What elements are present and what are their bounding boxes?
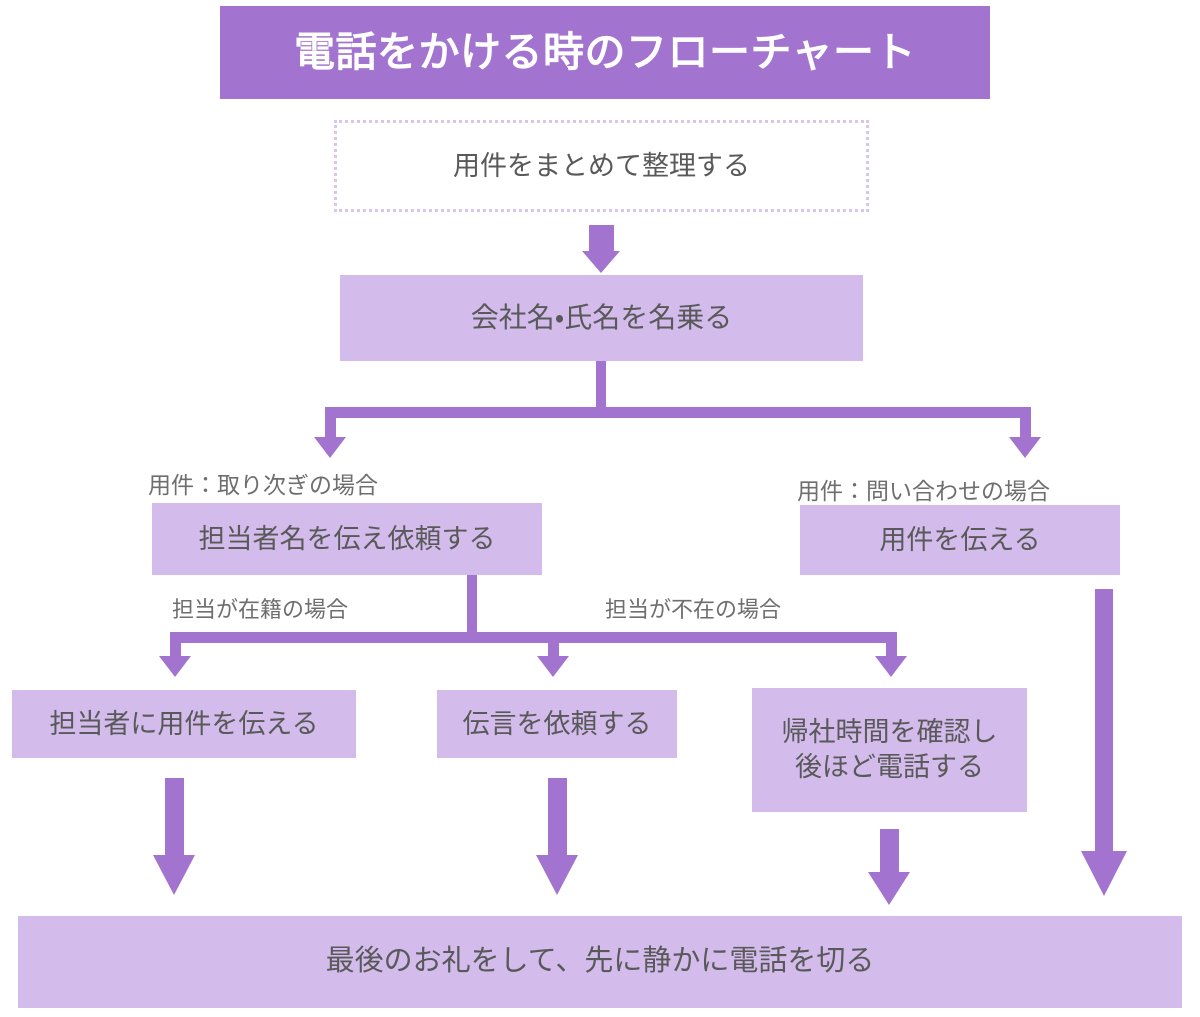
arrow-state-business-shaft: [1095, 589, 1113, 851]
split1-right-head: [1009, 437, 1041, 458]
split2-right-shaft: [886, 632, 897, 656]
split2-stem: [467, 575, 477, 637]
node-prepare-text: 用件をまとめて整理する: [453, 150, 750, 181]
split1-right-shaft: [1020, 407, 1031, 437]
node-state-business: 用件を伝える: [800, 505, 1120, 575]
label-inquiry-case: 用件：問い合わせの場合: [797, 478, 1050, 504]
split1-left-shaft: [325, 407, 336, 437]
node-call-back-line1: 帰社時間を確認し: [781, 717, 998, 748]
node-prepare: 用件をまとめて整理する: [334, 120, 869, 212]
node-closing-text: 最後のお礼をして、先に静かに電話を切る: [325, 945, 875, 978]
arrow-call-back-head: [868, 872, 910, 905]
split2-left-shaft: [170, 632, 181, 656]
arrow-leave-message-shaft: [548, 778, 567, 855]
split2-left-head: [159, 656, 191, 677]
arrow-prepare-to-introduce-shaft: [589, 225, 614, 251]
split1-bar: [325, 407, 1031, 418]
node-transfer-request-text: 担当者名を伝え依頼する: [198, 523, 496, 554]
node-tell-person: 担当者に用件を伝える: [12, 690, 356, 758]
node-transfer-request: 担当者名を伝え依頼する: [152, 503, 542, 575]
node-state-business-text: 用件を伝える: [879, 524, 1041, 555]
arrow-prepare-to-introduce-head: [582, 251, 620, 273]
split2-right-head: [875, 656, 907, 677]
arrow-leave-message-head: [536, 855, 578, 895]
node-leave-message-text: 伝言を依頼する: [462, 708, 652, 739]
node-leave-message: 伝言を依頼する: [437, 690, 677, 758]
split1-stem: [596, 361, 606, 413]
node-call-back: 帰社時間を確認し 後ほど電話する: [752, 688, 1027, 812]
node-closing: 最後のお礼をして、先に静かに電話を切る: [18, 916, 1182, 1008]
split2-mid-head: [537, 656, 569, 677]
label-person-absent: 担当が不在の場合: [605, 597, 782, 622]
arrow-call-back-shaft: [880, 829, 899, 872]
arrow-tell-person-head: [153, 855, 195, 895]
arrow-state-business-head: [1081, 851, 1127, 896]
flowchart-title: 電話をかける時のフローチャート: [220, 6, 990, 99]
split2-bar: [170, 632, 897, 643]
node-tell-person-text: 担当者に用件を伝える: [49, 708, 319, 739]
label-transfer-case: 用件：取り次ぎの場合: [148, 472, 378, 498]
node-introduce-text: 会社名・氏名を名乗る: [470, 302, 733, 334]
node-introduce: 会社名・氏名を名乗る: [340, 275, 863, 361]
label-person-present: 担当が在籍の場合: [172, 597, 349, 622]
split1-left-head: [314, 437, 346, 458]
split2-mid-shaft: [548, 632, 559, 656]
arrow-tell-person-shaft: [165, 778, 184, 855]
node-call-back-line2: 後ほど電話する: [795, 752, 984, 782]
flowchart-title-text: 電話をかける時のフローチャート: [293, 29, 917, 76]
